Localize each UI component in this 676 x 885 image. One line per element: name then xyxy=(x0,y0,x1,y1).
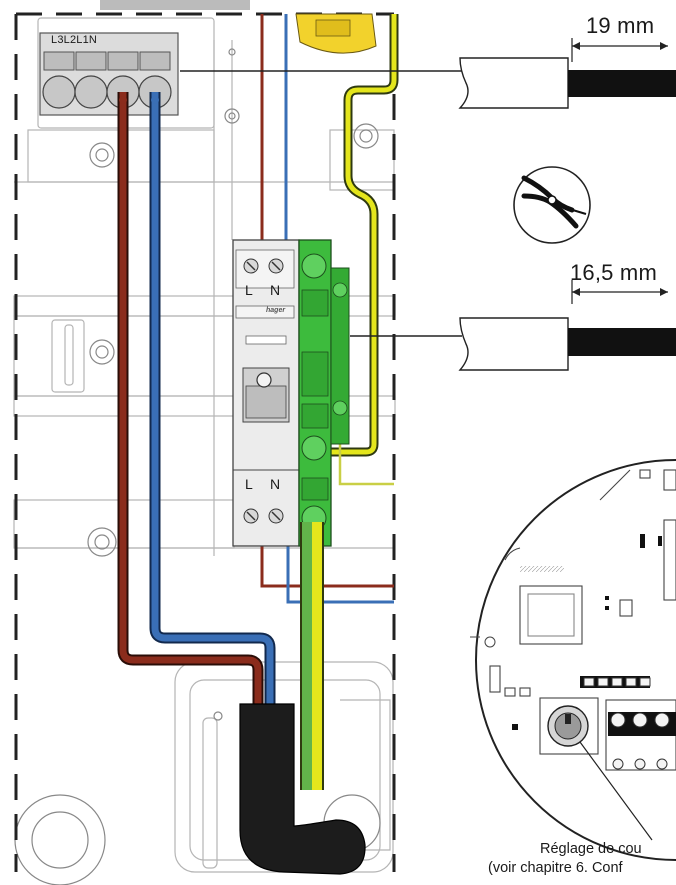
cable-strip-upper xyxy=(180,38,676,109)
earth-terminal-column xyxy=(298,239,350,547)
phase-wire xyxy=(117,92,264,706)
callout-line-2: (voir chapitre 6. Conf xyxy=(488,860,623,876)
upper-strip-length-label: 19 mm xyxy=(586,13,655,38)
enclosure-background xyxy=(13,17,396,873)
earth-wire-upper xyxy=(326,14,399,457)
breaker-bottom-label-n: N xyxy=(270,476,281,492)
breaker-top-label-n: N xyxy=(270,282,281,298)
pcb-detail xyxy=(470,459,676,861)
breaker-top-label-l: L xyxy=(245,282,253,298)
callout-line-1: Réglage de cou xyxy=(540,841,642,857)
neutral-wire xyxy=(149,92,276,706)
wire-stripper-icon xyxy=(513,166,591,244)
cable-strip-lower xyxy=(350,280,676,371)
lower-strip-length-label: 16,5 mm xyxy=(570,260,657,285)
terminal-block-label: L3L2L1N xyxy=(51,34,98,46)
earth-wire-lower xyxy=(300,522,324,790)
main-cable xyxy=(239,703,366,875)
cable-strap xyxy=(295,13,377,54)
breaker-brand: hager xyxy=(266,307,286,314)
enclosure-dashed-outline xyxy=(14,12,396,872)
circuit-breaker xyxy=(232,239,300,547)
top-cable xyxy=(100,0,250,10)
breaker-bottom-label-l: L xyxy=(245,476,253,492)
